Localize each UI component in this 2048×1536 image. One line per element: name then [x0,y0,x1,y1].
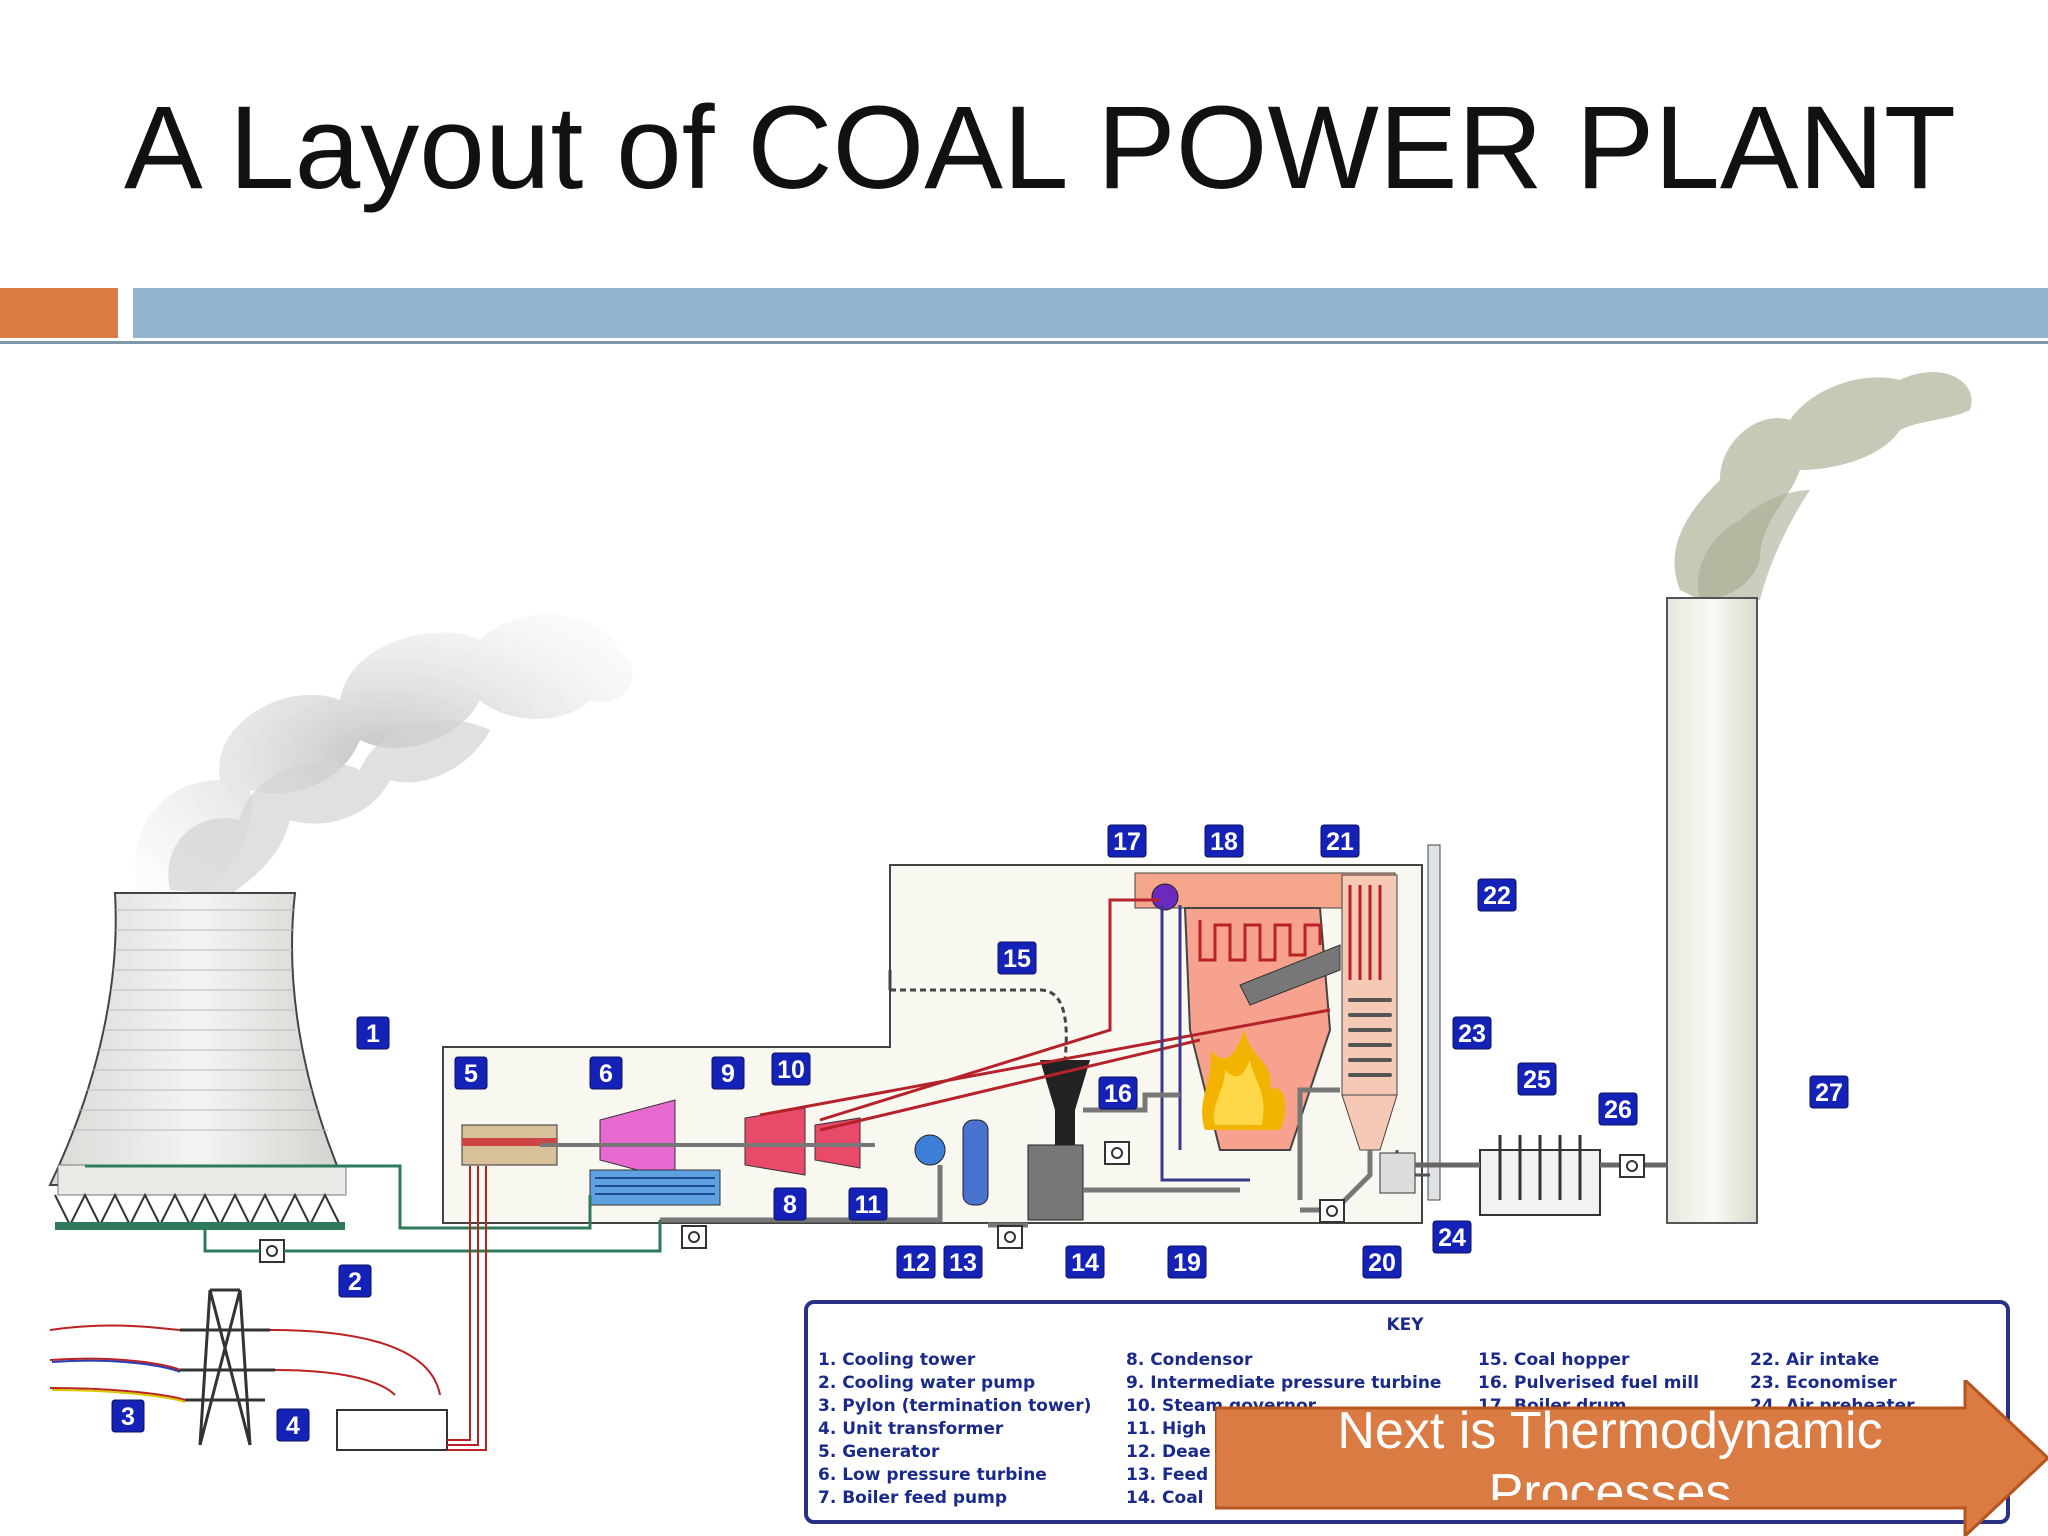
key-item: 23. Economiser [1750,1373,1897,1393]
callout-labels: 1234567891011121314151617181920212223242… [111,824,1849,1442]
callout-label-text: 14 [1071,1249,1099,1277]
callout-label-17: 17 [1107,824,1147,858]
callout-label-text: 5 [464,1060,478,1088]
condenser [589,1169,721,1206]
callout-label-14: 14 [1065,1245,1105,1279]
callout-label-16: 16 [1098,1076,1138,1110]
callout-label-5: 5 [454,1056,488,1090]
key-item: 1. Cooling tower [818,1350,976,1370]
callout-label-24: 24 [1432,1220,1472,1254]
callout-label-15: 15 [997,941,1037,975]
callout-label-text: 19 [1173,1249,1201,1277]
callout-label-23: 23 [1452,1016,1492,1050]
accent-bar-blue [133,288,2048,338]
key-item: 11. High [1126,1419,1206,1439]
key-item: 4. Unit transformer [818,1419,1004,1439]
callout-label-text: 23 [1458,1020,1486,1048]
callout-label-18: 18 [1204,824,1244,858]
boiler-drum [1151,883,1179,911]
next-button-label[interactable]: Next is Thermodynamic Processes [1337,1402,1883,1500]
callout-label-21: 21 [1320,824,1360,858]
ip-turbine [744,1107,806,1176]
callout-label-text: 12 [902,1249,930,1277]
callout-label-text: 1 [366,1020,380,1048]
key-item: 9. Intermediate pressure turbine [1126,1373,1441,1393]
slide-title: A Layout of COAL POWER PLANT [124,82,1956,214]
key-items: 1. Cooling tower 2. Cooling water pump 3. … [818,1350,1915,1508]
key-item: 15. Coal hopper [1478,1350,1630,1370]
callout-label-8: 8 [773,1187,807,1221]
pulverised-fuel-mill [1027,1144,1084,1221]
key-item: 22. Air intake [1750,1350,1879,1370]
callout-label-text: 6 [599,1060,613,1088]
next-arrow-button[interactable] [1215,1380,2048,1536]
callout-label-4: 4 [276,1408,310,1442]
coal-hopper [1040,1060,1090,1110]
callout-label-12: 12 [896,1245,936,1279]
key-item: 14. Coal [1126,1488,1204,1508]
callout-label-text: 25 [1523,1066,1551,1094]
callout-label-1: 1 [356,1016,390,1050]
furnace-flames [1202,1030,1286,1130]
key-item: 6. Low pressure turbine [818,1465,1047,1485]
callout-label-text: 3 [121,1403,135,1431]
callout-label-text: 13 [949,1249,977,1277]
callout-label-text: 4 [286,1412,300,1440]
key-item: 7. Boiler feed pump [818,1488,1007,1508]
callout-label-text: 15 [1003,945,1031,973]
key-item: 13. Feed [1126,1465,1208,1485]
callout-label-27: 27 [1809,1075,1849,1109]
callout-label-25: 25 [1517,1062,1557,1096]
callout-label-text: 22 [1483,882,1511,910]
chimney [1666,597,1758,1224]
cooling-tower-smoke [135,614,633,900]
callout-label-text: 24 [1438,1224,1466,1252]
key-item: 12. Deae [1126,1442,1211,1462]
key-item: 5. Generator [818,1442,940,1462]
key-item: 2. Cooling water pump [818,1373,1035,1393]
callout-label-22: 22 [1477,878,1517,912]
accent-bar-orange [0,288,118,338]
callout-label-text: 8 [783,1191,797,1219]
callout-label-19: 19 [1167,1245,1207,1279]
callout-label-text: 2 [348,1268,362,1296]
callout-label-text: 21 [1326,828,1354,856]
callout-label-13: 13 [943,1245,983,1279]
callout-label-3: 3 [111,1399,145,1433]
key-item: 16. Pulverised fuel mill [1478,1373,1699,1393]
callout-label-26: 26 [1598,1092,1638,1126]
key-item: 3. Pylon (termination tower) [818,1396,1091,1416]
callout-label-text: 11 [855,1191,882,1219]
callout-label-2: 2 [338,1264,372,1298]
pylon [175,1288,275,1446]
power-plant-diagram: KEY 1. Cooling tower 2. Cooling water pum… [48,371,2010,1524]
callout-label-text: 10 [777,1056,805,1084]
title-divider [0,341,2048,344]
callout-label-9: 9 [711,1056,745,1090]
callout-label-11: 11 [848,1187,888,1221]
callout-label-10: 10 [771,1052,811,1086]
callout-label-text: 27 [1815,1079,1843,1107]
callout-label-text: 17 [1113,828,1141,856]
unit-transformer [336,1409,448,1451]
callout-label-6: 6 [589,1056,623,1090]
callout-label-text: 26 [1604,1096,1632,1124]
callout-label-20: 20 [1362,1245,1402,1279]
callout-label-text: 18 [1210,828,1238,856]
callout-label-text: 16 [1104,1080,1132,1108]
callout-label-text: 20 [1368,1249,1396,1277]
key-item: 8. Condensor [1126,1350,1253,1370]
callout-label-text: 9 [721,1060,735,1088]
pumps [259,1141,1645,1263]
cooling-tower [48,892,400,1230]
key-title: KEY [1386,1315,1424,1335]
